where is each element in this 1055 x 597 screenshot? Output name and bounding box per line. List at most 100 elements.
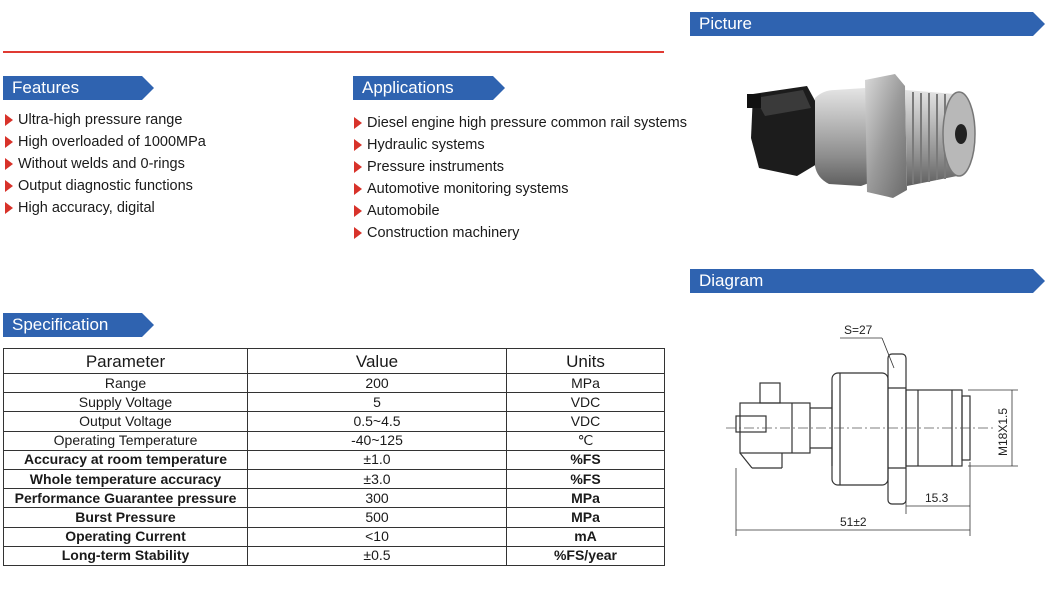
bullet-triangle-icon — [354, 117, 362, 129]
connector-plug — [747, 86, 819, 176]
param-cell: Operating Current — [3, 526, 248, 547]
application-item: Hydraulic systems — [352, 134, 687, 156]
sensor-body — [815, 74, 976, 198]
param-cell: Operating Temperature — [3, 430, 248, 451]
value-cell: 0.5~4.5 — [247, 411, 507, 432]
unit-cell: %FS/year — [506, 545, 665, 566]
column-header: Parameter — [3, 348, 248, 374]
specification-banner: Specification — [3, 313, 154, 337]
table-row: Operating Temperature-40~125℃ — [3, 430, 665, 451]
applications-banner-label: Applications — [362, 78, 454, 97]
diagram-banner-label: Diagram — [699, 271, 764, 290]
unit-cell: ℃ — [506, 430, 665, 451]
param-cell: Supply Voltage — [3, 392, 248, 413]
unit-cell: %FS — [506, 468, 665, 490]
features-banner: Features — [3, 76, 154, 100]
feature-item: Ultra-high pressure range — [3, 109, 206, 131]
param-cell: Range — [3, 372, 248, 394]
hex-size-label: S=27 — [844, 323, 873, 337]
value-cell: ±1.0 — [247, 449, 507, 470]
bullet-triangle-icon — [5, 158, 13, 170]
application-item: Automotive monitoring systems — [352, 178, 687, 200]
application-item: Automobile — [352, 200, 687, 222]
unit-cell: MPa — [506, 488, 665, 509]
value-cell: <10 — [247, 526, 507, 547]
column-header: Units — [506, 348, 665, 374]
value-cell: 200 — [247, 372, 507, 394]
bullet-triangle-icon — [354, 227, 362, 239]
application-item: Pressure instruments — [352, 156, 687, 178]
unit-cell: mA — [506, 526, 665, 547]
unit-cell: MPa — [506, 507, 665, 528]
picture-banner-label: Picture — [699, 14, 752, 33]
application-item: Diesel engine high pressure common rail … — [352, 112, 687, 134]
application-text: Hydraulic systems — [367, 137, 485, 153]
specification-banner-label: Specification — [12, 315, 109, 334]
feature-text: High accuracy, digital — [18, 200, 155, 216]
thread-length-label: 15.3 — [925, 491, 949, 505]
feature-text: Without welds and 0-rings — [18, 156, 185, 172]
total-length-label: 51±2 — [840, 515, 867, 529]
param-cell: Performance Guarantee pressure — [3, 488, 248, 509]
table-row: Long-term Stability±0.5%FS/year — [3, 545, 665, 566]
bullet-triangle-icon — [5, 202, 13, 214]
bullet-triangle-icon — [5, 136, 13, 148]
bullet-triangle-icon — [354, 161, 362, 173]
param-cell: Whole temperature accuracy — [3, 468, 248, 490]
unit-cell: VDC — [506, 411, 665, 432]
value-cell: ±3.0 — [247, 468, 507, 490]
param-cell: Long-term Stability — [3, 545, 248, 566]
feature-text: High overloaded of 1000MPa — [18, 134, 206, 150]
table-row: Accuracy at room temperature±1.0%FS — [3, 449, 665, 470]
dimension-diagram: S=27 M18X1.5 15.3 51±2 — [726, 323, 1018, 536]
bullet-triangle-icon — [5, 180, 13, 192]
feature-item: High overloaded of 1000MPa — [3, 131, 206, 153]
bullet-triangle-icon — [5, 114, 13, 126]
feature-item: Output diagnostic functions — [3, 175, 206, 197]
application-text: Automobile — [367, 203, 440, 219]
header-divider — [3, 51, 664, 53]
param-cell: Output Voltage — [3, 411, 248, 432]
table-header-row: Parameter Value Units — [3, 348, 665, 374]
applications-banner: Applications — [353, 76, 505, 100]
diagram-banner: Diagram — [690, 269, 1045, 293]
bullet-triangle-icon — [354, 183, 362, 195]
thread-size-label: M18X1.5 — [996, 408, 1010, 456]
application-text: Pressure instruments — [367, 159, 504, 175]
value-cell: -40~125 — [247, 430, 507, 451]
feature-text: Ultra-high pressure range — [18, 112, 183, 128]
feature-item: Without welds and 0-rings — [3, 153, 206, 175]
value-cell: 500 — [247, 507, 507, 528]
value-cell: ±0.5 — [247, 545, 507, 566]
unit-cell: MPa — [506, 372, 665, 394]
unit-cell: %FS — [506, 449, 665, 470]
sensor-photo — [747, 74, 976, 198]
column-header: Value — [247, 348, 507, 374]
param-cell: Accuracy at room temperature — [3, 449, 248, 470]
table-row: Whole temperature accuracy±3.0%FS — [3, 468, 665, 490]
value-cell: 5 — [247, 392, 507, 413]
features-banner-label: Features — [12, 78, 80, 97]
value-cell: 300 — [247, 488, 507, 509]
application-text: Automotive monitoring systems — [367, 181, 569, 197]
application-item: Construction machinery — [352, 222, 687, 244]
application-text: Diesel engine high pressure common rail … — [367, 115, 687, 131]
features-list: Ultra-high pressure range High overloade… — [3, 109, 206, 219]
param-cell: Burst Pressure — [3, 507, 248, 528]
bullet-triangle-icon — [354, 205, 362, 217]
applications-list: Diesel engine high pressure common rail … — [352, 112, 687, 244]
feature-item: High accuracy, digital — [3, 197, 206, 219]
hex-outline — [887, 353, 907, 505]
picture-banner: Picture — [690, 12, 1045, 36]
unit-cell: VDC — [506, 392, 665, 413]
bullet-triangle-icon — [354, 139, 362, 151]
application-text: Construction machinery — [367, 225, 520, 241]
feature-text: Output diagnostic functions — [18, 178, 193, 194]
